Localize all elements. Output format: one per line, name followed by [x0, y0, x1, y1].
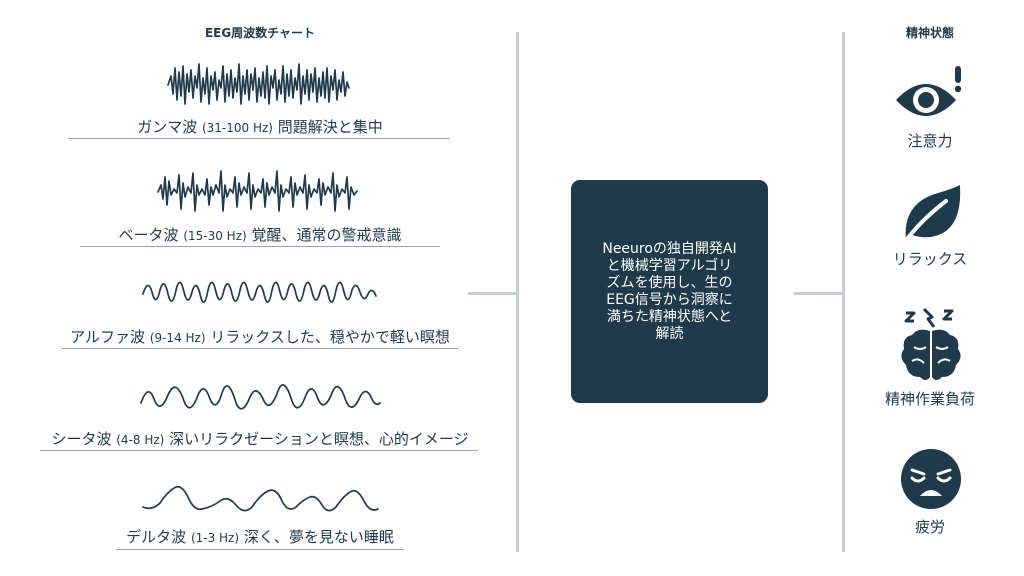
wave-range: (31-100 Hz): [201, 121, 273, 135]
wave-desc: 覚醒、通常の警戒意識: [251, 226, 402, 244]
left-connector-line: [468, 292, 518, 295]
beta-underline: [80, 246, 440, 247]
right-divider-line: [842, 32, 845, 552]
wave-range: (15-30 Hz): [183, 229, 247, 243]
beta-wave-graphic: [157, 170, 358, 212]
theta-wave-label: シータ波 (4-8 Hz) 深いリラクゼーションと瞑想、心的イメージ: [30, 429, 490, 450]
wave-desc: 問題解決と集中: [277, 118, 383, 136]
tired-face-icon: [901, 449, 961, 509]
delta-wave-graphic: [142, 485, 379, 512]
state-label-attention: 注意力: [907, 132, 953, 150]
wave-name: アルファ波: [70, 328, 145, 346]
wave-range: (9-14 Hz): [149, 331, 206, 345]
gamma-wave-graphic: [167, 63, 350, 105]
right-connector-line: [794, 292, 844, 295]
mental-state-title: 精神状態: [905, 26, 954, 40]
wave-name: デルタ波: [126, 528, 187, 546]
gamma-underline: [68, 138, 450, 139]
wave-name: ガンマ波: [137, 118, 198, 136]
delta-underline: [116, 549, 404, 550]
eye-icon: [896, 66, 962, 116]
wave-desc: 深いリラクゼーションと瞑想、心的イメージ: [169, 430, 469, 448]
alpha-wave-label: アルファ波 (9-14 Hz) リラックスした、穏やかで軽い瞑想: [50, 327, 470, 348]
state-label-relax: リラックス: [892, 250, 968, 268]
alpha-wave-graphic: [142, 281, 377, 303]
eeg-chart-title: EEG周波数チャート: [204, 26, 316, 40]
theta-wave-graphic: [140, 384, 381, 410]
leaf-icon: [902, 185, 961, 245]
delta-wave-label: デルタ波 (1-3 Hz) 深く、夢を見ない睡眠: [60, 527, 460, 548]
wave-name: ベータ波: [118, 226, 179, 244]
beta-wave-label: ベータ波 (15-30 Hz) 覚醒、通常の警戒意識: [60, 225, 460, 246]
wave-desc: 深く、夢を見ない睡眠: [243, 528, 394, 546]
state-label-fatigue: 疲労: [914, 518, 945, 536]
alpha-underline: [62, 348, 458, 349]
wave-desc: リラックスした、穏やかで軽い瞑想: [210, 328, 450, 346]
brain-icon: [901, 307, 961, 380]
gamma-wave-label: ガンマ波 (31-100 Hz) 問題解決と集中: [60, 117, 460, 138]
theta-underline: [40, 450, 478, 451]
wave-range: (4-8 Hz): [116, 433, 165, 447]
ai-decoding-box: Neeuroの独自開発AI と機械学習アルゴリ ズムを使用し、生の EEG信号か…: [571, 180, 768, 403]
wave-range: (1-3 Hz): [190, 531, 240, 545]
state-label-workload: 精神作業負荷: [884, 390, 975, 408]
wave-name: シータ波: [51, 430, 112, 448]
ai-decoding-text: Neeuroの独自開発AI と機械学習アルゴリ ズムを使用し、生の EEG信号か…: [602, 240, 737, 342]
